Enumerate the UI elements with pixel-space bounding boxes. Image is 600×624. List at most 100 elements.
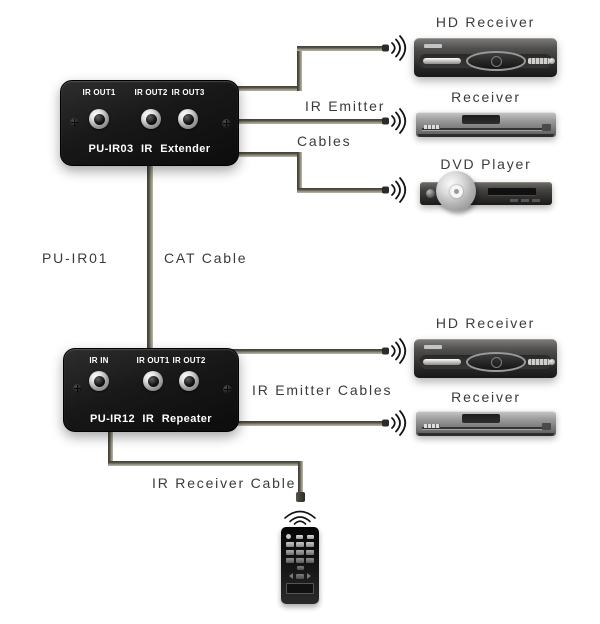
remote-button: [286, 542, 294, 547]
disc-slot: [422, 427, 548, 430]
center-dial: [466, 352, 526, 372]
cable-segment: [297, 46, 384, 51]
audio-jack-icon: [141, 109, 161, 129]
disc-tray: [488, 188, 536, 196]
card-slot: [423, 359, 461, 365]
disc-slot: [422, 128, 548, 131]
device-label: HD Receiver: [435, 315, 536, 331]
repeater-port-label: IR OUT2: [172, 356, 206, 365]
cat-cable-line: [147, 160, 153, 350]
remote-button: [286, 558, 294, 563]
disc-hole: [453, 188, 459, 194]
extender-port-label: IR OUT3: [171, 88, 205, 97]
disc-hub: [449, 184, 463, 198]
dial-ring: [490, 55, 502, 67]
ir-emitter-icon: [382, 108, 407, 134]
ir-receiver-plug-icon: [296, 492, 305, 502]
remote-control: [281, 527, 319, 604]
remote-right-arrow: [307, 573, 311, 579]
extender-port-label: IR OUT1: [82, 88, 116, 97]
device-base: [418, 134, 554, 137]
front-buttons: [424, 125, 440, 129]
dvd-player-device: [420, 171, 552, 211]
remote-button: [296, 550, 304, 555]
ir-receiver-cable-label: IR Receiver Cable: [152, 475, 297, 491]
power-knob: [549, 359, 555, 365]
display-window: [462, 115, 500, 124]
cable-segment: [232, 152, 302, 157]
remote-button-row: [286, 558, 314, 563]
audio-jack-icon: [143, 371, 163, 391]
cable-segment: [108, 425, 113, 466]
brand-chip: [424, 345, 442, 349]
receiver-device: [416, 112, 556, 137]
cable-segment: [297, 46, 302, 91]
front-buttons: [424, 424, 440, 428]
audio-jack-icon: [89, 371, 109, 391]
front-button: [521, 199, 529, 202]
ir-signal-waves-icon: [284, 510, 316, 525]
remote-button-row: [286, 550, 314, 555]
end-button: [542, 423, 551, 430]
cable-segment: [232, 119, 384, 124]
front-buttons: [528, 359, 550, 365]
hd-receiver-device: [414, 38, 557, 77]
pu-ir01-label: PU-IR01: [42, 250, 109, 266]
audio-jack-icon: [179, 371, 199, 391]
extender-box: IR OUT1 IR OUT2 IR OUT3 PU-IR03 IR Exten…: [60, 80, 239, 166]
device-label: Receiver: [451, 89, 521, 105]
remote-power-button: [286, 534, 291, 539]
hd-receiver-device: [414, 339, 557, 378]
ir-emitter-icon: [382, 338, 407, 364]
ir-emitter-icon: [382, 35, 407, 61]
cd-disc-icon: [436, 171, 476, 211]
repeater-box: IR IN IR OUT1 IR OUT2 PU-IR12 IR Repeate…: [63, 348, 239, 432]
dial-ring: [490, 356, 502, 368]
device-label: Receiver: [451, 389, 521, 405]
power-knob: [549, 58, 555, 64]
remote-button-row: [286, 534, 314, 539]
ir-emitter-icon: [382, 410, 407, 436]
device-label: DVD Player: [440, 156, 532, 172]
remote-button: [307, 534, 314, 539]
repeater-title: PU-IR12 IR Repeater: [90, 413, 212, 425]
remote-left-arrow: [289, 573, 293, 579]
remote-button: [296, 566, 304, 570]
cable-segment: [232, 421, 384, 426]
end-button: [542, 124, 551, 131]
remote-bottom-panel: [286, 583, 314, 594]
power-knob: [426, 189, 435, 198]
remote-button-row: [286, 566, 314, 570]
cable-segment: [108, 461, 303, 466]
screw-icon: [70, 118, 79, 127]
repeater-port-label: IR OUT1: [136, 356, 170, 365]
display-window: [462, 414, 500, 423]
ir-emitter-cables-label: IR Emitter Cables: [252, 382, 393, 398]
repeater-port-label: IR IN: [89, 356, 109, 365]
card-slot: [423, 58, 461, 64]
screw-icon: [73, 384, 82, 393]
front-buttons: [528, 58, 550, 64]
extender-port-label: IR OUT2: [134, 88, 168, 97]
cable-segment: [298, 461, 303, 494]
remote-button: [296, 542, 304, 547]
remote-button: [306, 550, 314, 555]
cable-segment: [297, 152, 302, 193]
audio-jack-icon: [89, 109, 109, 129]
ir-emitter-icon: [382, 177, 407, 203]
front-button: [532, 199, 540, 202]
ir-emitter-label-line1: IR Emitter: [305, 98, 386, 114]
remote-button-row: [286, 542, 314, 547]
remote-button: [286, 550, 294, 555]
device-base: [418, 433, 554, 436]
remote-button-row: [286, 573, 314, 579]
front-button: [510, 199, 518, 202]
cable-segment: [232, 86, 302, 91]
remote-button: [306, 558, 314, 563]
remote-button: [296, 573, 304, 579]
extender-title: PU-IR03 IR Extender: [88, 143, 211, 155]
screw-icon: [223, 385, 232, 394]
remote-button: [296, 558, 304, 563]
receiver-device: [416, 411, 556, 436]
